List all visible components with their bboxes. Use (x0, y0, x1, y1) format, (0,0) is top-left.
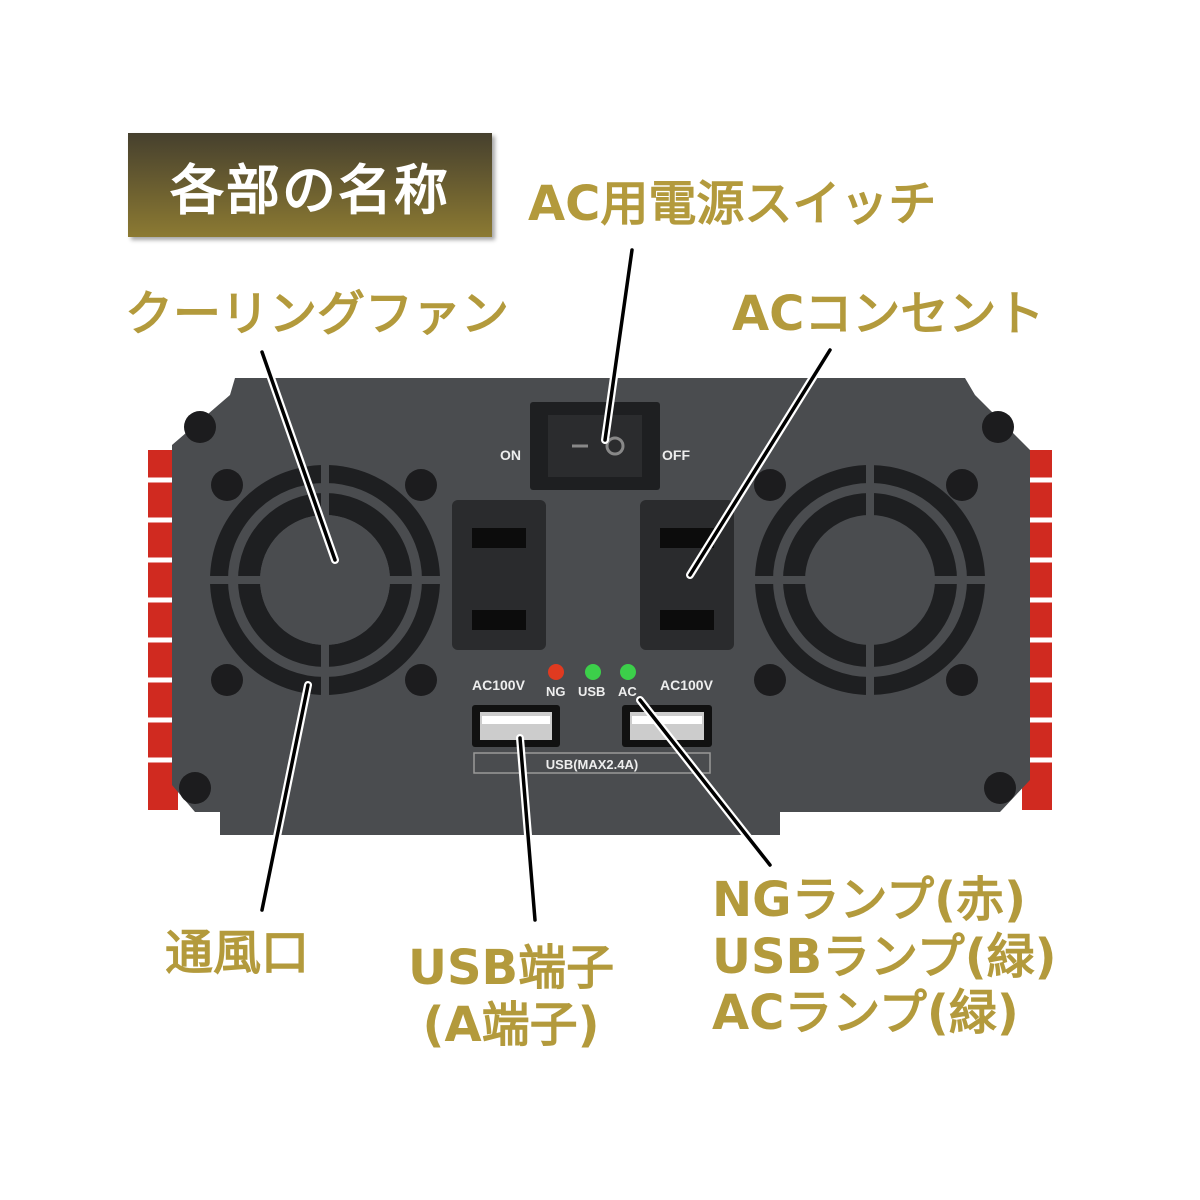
ac-lamp-label: AC (618, 684, 637, 699)
usb-plate (473, 752, 711, 774)
label-ac-switch: AC用電源スイッチ (528, 176, 937, 232)
usb-lamp-label: USB (578, 684, 605, 699)
leader-lines (258, 246, 834, 924)
cooling-fan-right (755, 465, 985, 695)
outlet-left-label: AC100V (472, 677, 526, 693)
ng-lamp (548, 664, 564, 680)
ac-lamp (620, 664, 636, 680)
usb-lamp (585, 664, 601, 680)
usb-plate-label: USB(MAX2.4A) (546, 757, 638, 772)
label-ac-lamp: ACランプ(緑) (712, 985, 1019, 1042)
cooling-fan-left (210, 465, 440, 695)
ac-power-switch (530, 402, 660, 490)
label-usb-port: USB端子 (A端子) (408, 940, 614, 1053)
usb-port-right (622, 705, 712, 747)
ac-outlet-left (452, 500, 546, 650)
page-title: 各部の名称 (128, 133, 492, 237)
label-lamps: NGランプ(赤) USBランプ(緑) ACランプ(緑) (712, 872, 1057, 1042)
label-usb-port-line1: USB端子 (408, 940, 615, 996)
label-usb-port-line2: (A端子) (422, 996, 600, 1053)
ng-lamp-label: NG (546, 684, 566, 699)
outlet-right-label: AC100V (660, 677, 714, 693)
label-cooling-fan: クーリングファン (125, 286, 510, 342)
label-ac-outlet: ACコンセント (732, 286, 1045, 342)
usb-port-left (472, 705, 560, 747)
label-usb-lamp: USBランプ(緑) (712, 928, 1057, 985)
label-ng-lamp: NGランプ(赤) (712, 872, 1027, 928)
switch-off-label: OFF (662, 447, 690, 463)
screws (179, 411, 1016, 804)
switch-on-label: ON (500, 447, 521, 463)
label-vent: 通風口 (165, 925, 310, 981)
